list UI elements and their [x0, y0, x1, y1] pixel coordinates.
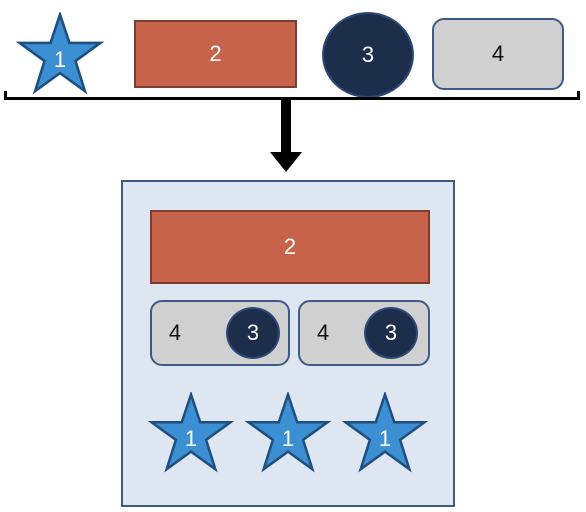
- panel-card-1-label: 4: [168, 320, 182, 345]
- panel-card-1-circle: 3: [226, 307, 280, 359]
- panel-star-1-icon: 1: [144, 392, 238, 476]
- top-star-icon: 1: [12, 12, 108, 98]
- top-rounded-box: 4: [432, 18, 564, 90]
- top-circle: 3: [322, 12, 414, 98]
- panel-star-2-label: 1: [281, 426, 295, 451]
- baseline-right-tick: [577, 91, 580, 100]
- panel-card-2-label: 4: [316, 320, 330, 345]
- panel-star-2-icon: 1: [241, 392, 335, 476]
- panel-star-1-label: 1: [184, 426, 198, 451]
- panel-star-3-icon: 1: [338, 392, 432, 476]
- baseline: [4, 97, 580, 100]
- panel-card-2-circle: 3: [364, 307, 418, 359]
- panel-card-1: 4 3: [150, 300, 290, 366]
- panel-card-2: 4 3: [298, 300, 430, 366]
- top-rect: 2: [134, 20, 297, 88]
- panel-star-3-label: 1: [378, 426, 392, 451]
- baseline-left-tick: [4, 91, 7, 100]
- panel-rect: 2: [150, 210, 430, 284]
- down-arrow-icon: [270, 100, 302, 172]
- top-star-label: 1: [53, 47, 67, 72]
